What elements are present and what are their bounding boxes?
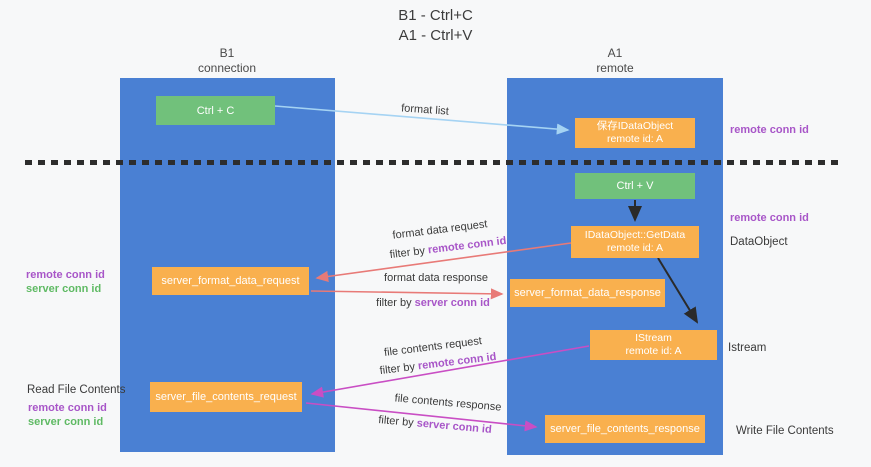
ctrl-v-node: Ctrl + V	[575, 173, 695, 199]
filter-by-text-1: filter by	[389, 244, 426, 262]
save-idataobject-line1: 保存IDataObject	[596, 120, 674, 132]
diagram-title: B1 - Ctrl+C A1 - Ctrl+V	[0, 6, 871, 46]
lane-a1-title: A1	[607, 46, 623, 60]
save-idataobject-node: 保存IDataObject remote id: A	[575, 118, 695, 148]
server-file-contents-request-node: server_file_contents_request	[150, 382, 302, 412]
server-format-data-request-node: server_format_data_request	[152, 267, 309, 295]
save-idataobject-line2: remote id: A	[606, 133, 664, 145]
server-format-data-request-label: server_format_data_request	[161, 275, 300, 287]
left-server-conn-id-1: server conn id	[26, 283, 102, 295]
ctrl-c-label: Ctrl + C	[196, 104, 235, 117]
server-conn-id-key-4: server conn id	[416, 417, 493, 436]
lane-header-a1: A1 remote	[535, 46, 695, 76]
session-separator-dashed-line	[25, 160, 840, 165]
server-format-data-response-node: server_format_data_response	[510, 279, 665, 307]
server-format-data-response-label: server_format_data_response	[514, 287, 661, 299]
file-contents-response-label: file contents response	[394, 392, 502, 414]
read-file-contents-annotation: Read File Contents	[27, 384, 126, 396]
istream-line2: remote id: A	[625, 345, 682, 357]
dataobject-annotation: DataObject	[730, 236, 788, 248]
lane-b1-subtitle: connection	[197, 61, 257, 75]
server-file-contents-request-label: server_file_contents_request	[155, 391, 297, 403]
format-data-response-filter-label: filter by server conn id	[376, 297, 490, 309]
istream-line1: IStream	[635, 332, 672, 344]
lane-a1-subtitle: remote	[596, 61, 634, 75]
write-file-contents-annotation: Write File Contents	[736, 425, 834, 437]
remote-conn-id-key-1: remote conn id	[427, 234, 507, 257]
remote-conn-id-top-annotation: remote conn id	[730, 124, 809, 136]
file-contents-response-filter-label: filter by server conn id	[378, 414, 492, 436]
lane-b1-title: B1	[219, 46, 235, 60]
getdata-line2: remote id: A	[606, 242, 664, 254]
format-data-response-label: format data response	[384, 272, 488, 284]
getdata-line1: IDataObject::GetData	[584, 229, 686, 241]
istream-node: IStream remote id: A	[590, 330, 717, 360]
left-remote-conn-id-2: remote conn id	[28, 402, 107, 414]
remote-conn-id-mid-annotation: remote conn id	[730, 212, 809, 224]
ctrl-c-node: Ctrl + C	[156, 96, 275, 125]
server-conn-id-key-2: server conn id	[414, 297, 490, 309]
idataobject-getdata-node: IDataObject::GetData remote id: A	[571, 226, 699, 258]
filter-by-text-3: filter by	[379, 360, 416, 378]
title-line-2: A1 - Ctrl+V	[398, 27, 473, 44]
istream-annotation: Istream	[728, 342, 767, 354]
server-file-contents-response-label: server_file_contents_response	[550, 423, 700, 435]
format-list-label: format list	[400, 102, 450, 118]
left-server-conn-id-2: server conn id	[28, 416, 104, 428]
lane-header-b1: B1 connection	[147, 46, 307, 76]
left-remote-conn-id-1: remote conn id	[26, 269, 105, 281]
server-file-contents-response-node: server_file_contents_response	[545, 415, 705, 443]
ctrl-v-label: Ctrl + V	[616, 180, 654, 192]
filter-by-text-4: filter by	[377, 414, 415, 430]
format-data-response-arrow	[310, 288, 504, 300]
title-line-1: B1 - Ctrl+C	[398, 7, 473, 24]
remote-conn-id-key-3: remote conn id	[417, 350, 497, 373]
filter-by-text-2: filter by	[376, 297, 412, 309]
